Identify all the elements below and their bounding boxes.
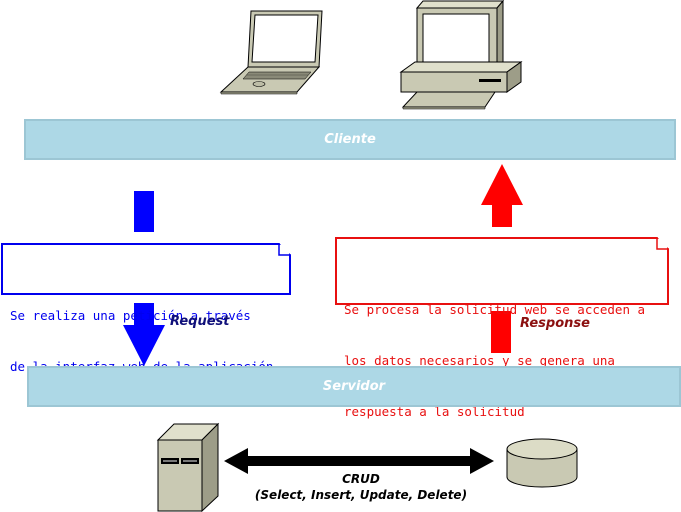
database-icon <box>506 438 578 488</box>
response-note-line-1: Se procesa la solicitud web se acceden a <box>344 302 646 317</box>
response-label: Response <box>520 316 590 331</box>
crud-title: CRUD <box>342 472 380 486</box>
desktop-computer-icon <box>399 0 523 110</box>
client-layer-label: Cliente <box>324 132 376 147</box>
crud-operations: (Select, Insert, Update, Delete) <box>254 488 468 502</box>
server-layer-bar: Servidor <box>27 366 681 407</box>
client-layer-bar: Cliente <box>24 119 676 160</box>
request-note-line-1: Se realiza una petición a través <box>10 308 251 323</box>
request-note: Se realiza una petición a través de la i… <box>1 243 291 374</box>
request-arrow <box>123 191 165 366</box>
laptop-icon <box>219 10 323 95</box>
server-layer-label: Servidor <box>322 379 386 394</box>
request-label: Request <box>170 314 230 329</box>
response-note-line-2: los datos necesarios y se genera una <box>344 353 615 368</box>
crud-double-arrow <box>224 448 494 474</box>
response-arrow <box>481 164 523 353</box>
server-icon <box>156 422 220 512</box>
response-note-line-3: respuesta a la solicitud <box>344 404 525 419</box>
response-note: Se procesa la solicitud web se acceden a… <box>335 237 669 419</box>
